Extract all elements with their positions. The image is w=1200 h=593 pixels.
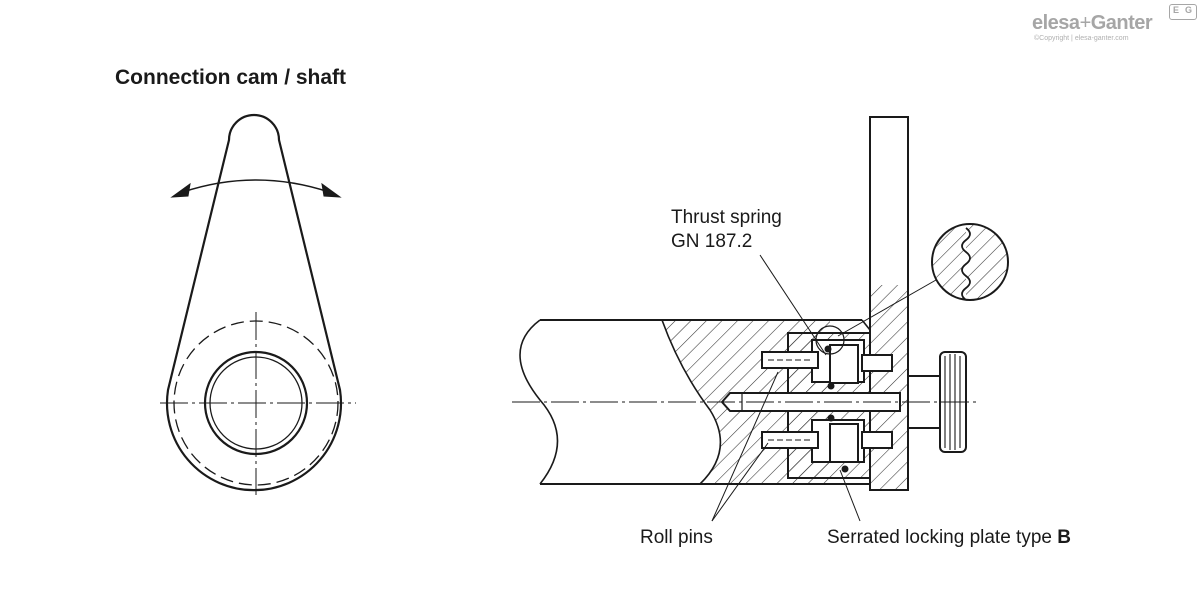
brand-badge-left: E [1173,5,1180,15]
cam-plate-hatch [870,285,908,490]
label-serrated-plate-text: Serrated locking plate type [827,527,1058,548]
page-title: Connection cam / shaft [115,66,347,89]
leader-roll-pin-1 [711,371,779,522]
leader-roll-pin-2 [711,442,769,522]
brand-badge: E G [1169,4,1197,20]
serration-block-lower [829,423,859,463]
label-roll-pins: Roll pins [640,527,713,548]
brand-name-a: elesa [1032,12,1080,34]
section-view [512,116,1009,522]
shaft-break-left [519,319,559,485]
serration-block-upper [829,344,859,384]
brand-plus: + [1079,12,1092,34]
label-thrust-spring: Thrust spring GN 187.2 [671,206,782,254]
rotation-arrow-icon [170,179,342,198]
shaft-break-mid [661,319,722,485]
cam-outline [165,113,343,492]
leader-serrated-plate [839,469,861,522]
brand-name-b: Ganter [1090,12,1153,34]
label-thrust-spring-line2: GN 187.2 [671,231,753,252]
leader-thrust-spring [759,254,827,356]
label-serrated-plate-type: B [1057,527,1071,548]
label-serrated-plate: Serrated locking plate type B [827,527,1071,549]
brand-name: elesa+Ganter [1032,12,1153,35]
brand-badge-right: G [1185,5,1193,15]
label-thrust-spring-line1: Thrust spring [671,207,782,228]
serration-detail-bubble [837,223,1009,337]
cam-front-view [160,113,356,495]
brand-copyright: ©Copyright | elesa-ganter.com [1034,35,1129,42]
brand-logo: elesa+Ganter ©Copyright | elesa-ganter.c… [1032,4,1197,50]
